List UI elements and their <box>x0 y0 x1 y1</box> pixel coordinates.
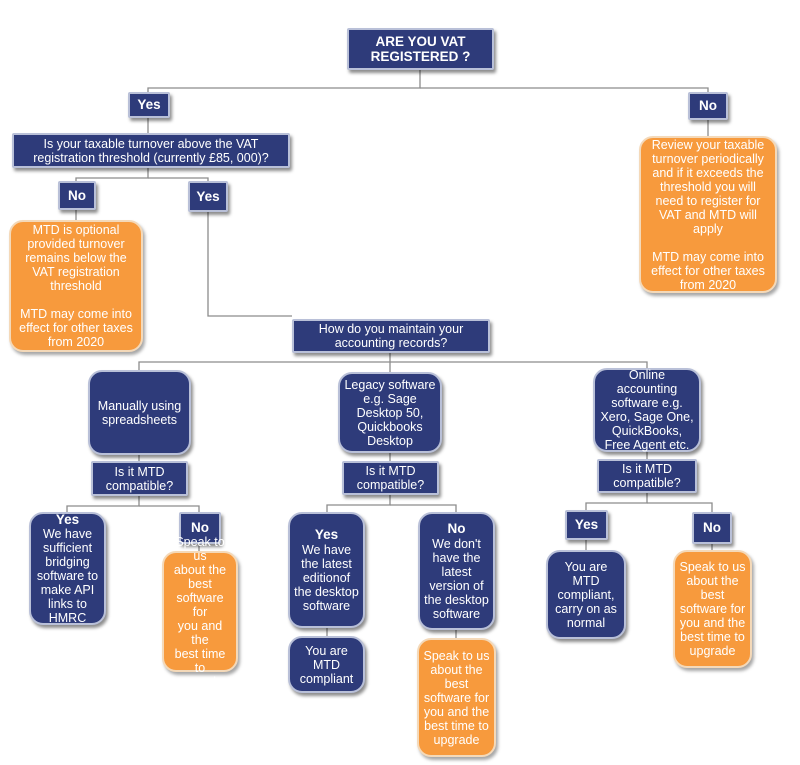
connector-vat-branches <box>147 70 421 94</box>
review-turnover-note: Review your taxable turnover periodicall… <box>639 136 777 293</box>
connector-records-online <box>390 361 648 368</box>
result-online-mtd-compliant: You are MTD compliant, carry on as norma… <box>546 550 626 639</box>
connector-online-answers <box>585 493 648 510</box>
question-accounting-records: How do you maintain your accounting reco… <box>292 319 490 353</box>
speak-to-us-online: Speak to us about the best software for … <box>673 550 752 668</box>
connector-spreadsheets-answers <box>66 496 140 512</box>
question-mtd-compatible-spreadsheets: Is it MTD compatible? <box>91 461 188 496</box>
answer-vat-yes: Yes <box>128 92 170 118</box>
answer-title: Yes <box>314 527 339 543</box>
answer-spreadsheets-no: No <box>179 512 221 544</box>
answer-text: We have sufficient bridging software to … <box>36 527 99 626</box>
answer-title: No <box>447 521 466 537</box>
answer-legacy-no: No We don't have the latest version of t… <box>418 512 495 630</box>
answer-turnover-no: No <box>58 181 96 210</box>
answer-vat-no: No <box>688 92 728 120</box>
answer-online-yes: Yes <box>565 510 608 540</box>
answer-text: We don't have the latest version of the … <box>424 536 489 621</box>
answer-text: We have the latest editionof the desktop… <box>294 542 359 613</box>
question-taxable-turnover: Is your taxable turnover above the VAT r… <box>12 133 290 168</box>
question-mtd-compatible-online: Is it MTD compatible? <box>597 459 697 493</box>
connector-vat-no <box>420 87 709 94</box>
result-legacy-mtd-compliant: You are MTD compliant <box>288 636 365 693</box>
mtd-optional-note: MTD is optional provided turnover remain… <box>9 220 143 352</box>
question-vat-registered: ARE YOU VAT REGISTERED ? <box>347 28 494 70</box>
question-mtd-compatible-legacy: Is it MTD compatible? <box>342 461 439 495</box>
connector-yes-records <box>207 212 292 317</box>
connector-records-methods <box>138 353 391 370</box>
connector-turnover-yes <box>148 177 209 182</box>
method-spreadsheets: Manually using spreadsheets <box>88 370 191 455</box>
method-legacy-software: Legacy software e.g. Sage Desktop 50, Qu… <box>338 372 442 453</box>
connector-turnover-branches <box>75 168 149 182</box>
answer-title: Yes <box>55 511 80 527</box>
connector-legacy-answers <box>326 495 391 512</box>
answer-online-no: No <box>692 512 732 544</box>
speak-to-us-legacy: Speak to us about the best software for … <box>417 638 496 757</box>
answer-turnover-yes: Yes <box>188 181 228 212</box>
answer-legacy-yes: Yes We have the latest editionof the des… <box>288 512 365 628</box>
answer-spreadsheets-yes: Yes We have sufficient bridging software… <box>29 512 106 625</box>
speak-to-us-spreadsheets: Speak to us about the best software for … <box>162 535 238 689</box>
method-online-software: Online accounting software e.g. Xero, Sa… <box>593 368 701 452</box>
